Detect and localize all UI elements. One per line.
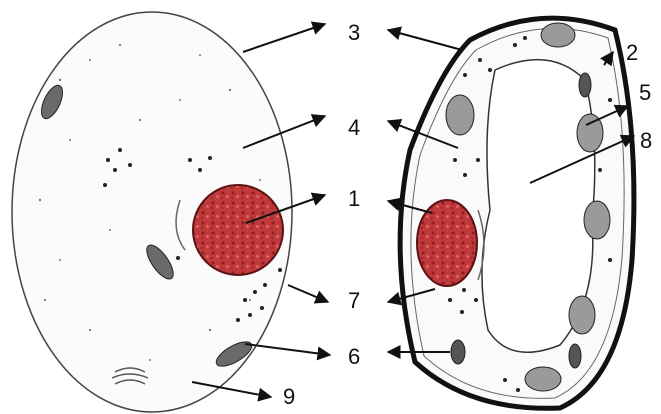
animal-cell [12,12,292,412]
plant-mitochondrion [579,73,591,97]
label-5: 5 [639,82,651,104]
label-7: 7 [348,290,360,312]
plant-mitochondrion [451,340,465,364]
plant-chloroplast [569,296,595,334]
label-4: 4 [348,117,360,139]
plant-cell [400,18,634,408]
label-8: 8 [640,130,652,152]
plant-chloroplast [584,201,610,239]
plant-chloroplast [446,95,474,135]
label-3: 3 [348,22,360,44]
label-1: 1 [348,188,360,210]
plant-nucleus [417,200,477,286]
plant-mitochondrion [569,344,581,368]
plant-chloroplast [541,23,575,47]
label-2: 2 [626,42,638,64]
label-9: 9 [283,386,295,408]
animal-nucleus [193,185,283,275]
label-6: 6 [348,346,360,368]
plant-chloroplast [525,367,561,391]
